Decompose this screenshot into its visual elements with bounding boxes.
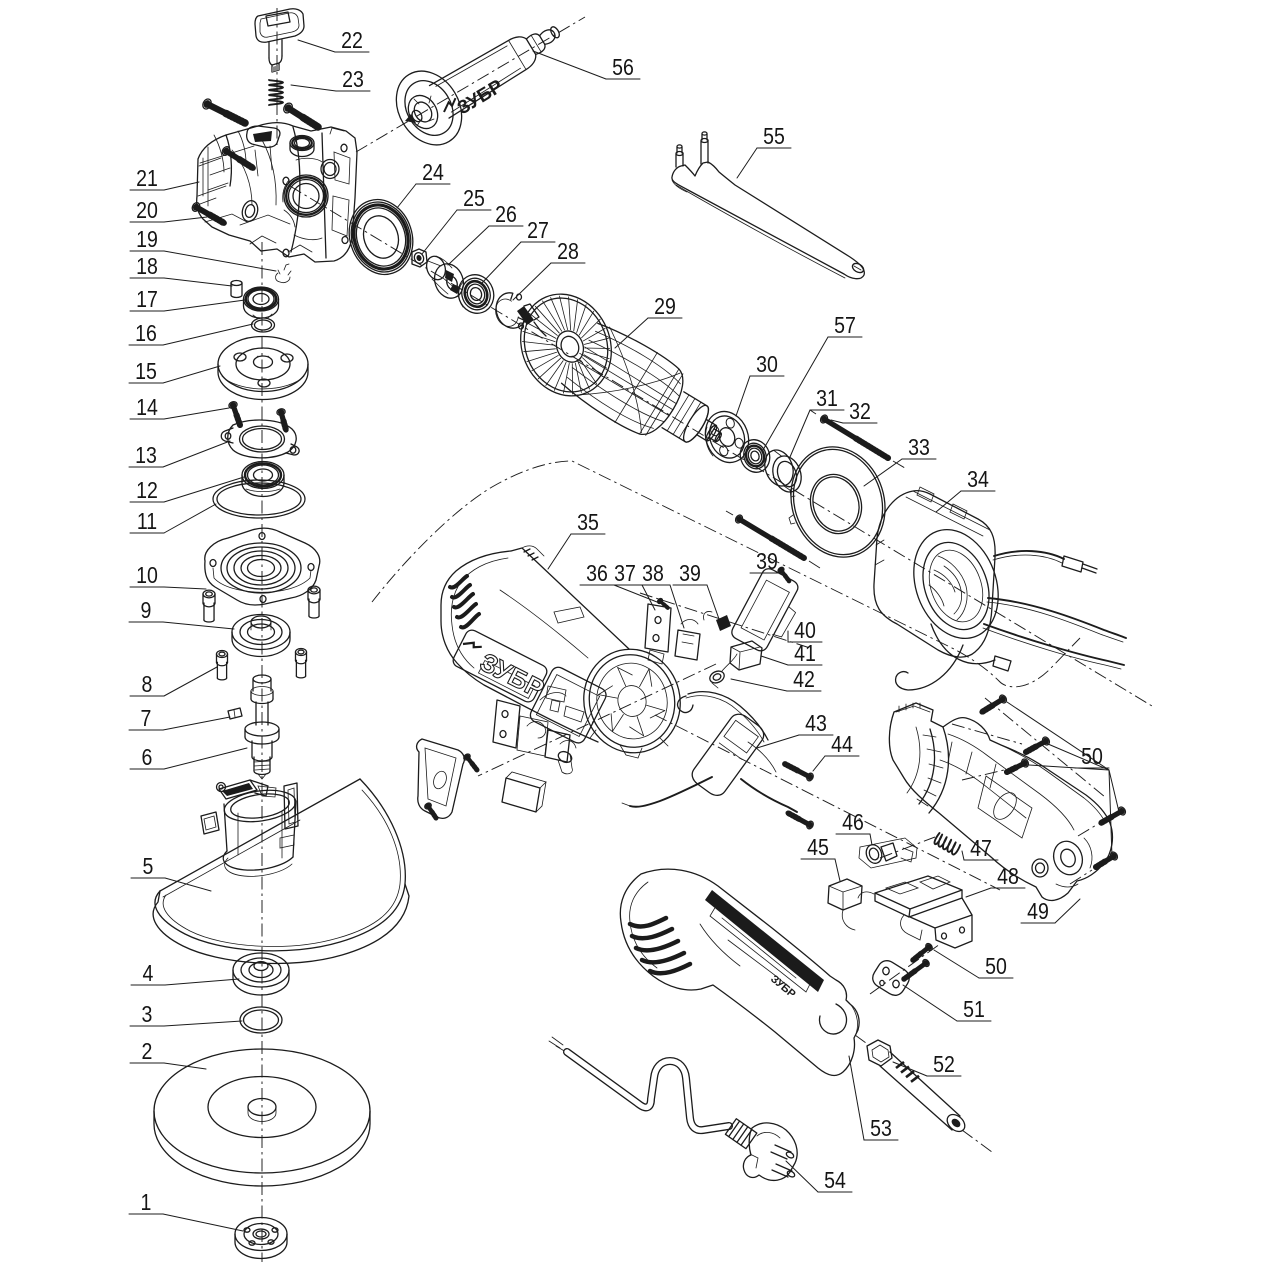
svg-text:28: 28 xyxy=(557,239,579,265)
svg-text:23: 23 xyxy=(342,67,364,93)
svg-text:22: 22 xyxy=(341,28,363,54)
svg-text:39: 39 xyxy=(756,549,778,575)
svg-text:48: 48 xyxy=(997,864,1019,890)
svg-text:39: 39 xyxy=(679,561,701,587)
svg-text:43: 43 xyxy=(805,711,827,737)
svg-text:27: 27 xyxy=(527,218,549,244)
svg-text:37: 37 xyxy=(614,561,636,587)
svg-text:9: 9 xyxy=(141,598,152,624)
svg-text:8: 8 xyxy=(142,672,153,698)
svg-text:13: 13 xyxy=(135,443,157,469)
svg-text:3: 3 xyxy=(142,1002,153,1028)
svg-text:53: 53 xyxy=(870,1116,892,1142)
svg-text:26: 26 xyxy=(495,202,517,228)
svg-text:32: 32 xyxy=(849,399,871,425)
svg-text:29: 29 xyxy=(654,294,676,320)
svg-text:20: 20 xyxy=(136,198,158,224)
svg-text:35: 35 xyxy=(577,510,599,536)
svg-text:5: 5 xyxy=(143,854,154,880)
svg-text:46: 46 xyxy=(842,810,864,836)
svg-text:24: 24 xyxy=(422,160,444,186)
svg-text:55: 55 xyxy=(763,124,785,150)
svg-text:21: 21 xyxy=(136,166,158,192)
svg-text:33: 33 xyxy=(908,435,930,461)
svg-text:4: 4 xyxy=(143,961,154,987)
svg-text:56: 56 xyxy=(612,55,634,81)
svg-text:1: 1 xyxy=(141,1190,152,1216)
svg-text:25: 25 xyxy=(463,186,485,212)
svg-text:42: 42 xyxy=(793,667,815,693)
svg-text:7: 7 xyxy=(141,706,152,732)
svg-text:57: 57 xyxy=(834,313,856,339)
svg-text:38: 38 xyxy=(642,561,664,587)
svg-text:50: 50 xyxy=(985,954,1007,980)
svg-text:45: 45 xyxy=(807,835,829,861)
svg-text:41: 41 xyxy=(794,641,816,667)
svg-text:11: 11 xyxy=(137,509,157,535)
svg-text:54: 54 xyxy=(824,1168,846,1194)
svg-text:49: 49 xyxy=(1027,899,1049,925)
svg-text:14: 14 xyxy=(136,395,158,421)
svg-text:30: 30 xyxy=(756,352,778,378)
svg-text:16: 16 xyxy=(135,321,157,347)
svg-text:17: 17 xyxy=(136,287,158,313)
svg-text:36: 36 xyxy=(586,561,608,587)
svg-text:40: 40 xyxy=(794,618,816,644)
svg-text:10: 10 xyxy=(136,563,158,589)
svg-text:51: 51 xyxy=(963,997,985,1023)
svg-text:31: 31 xyxy=(816,386,838,412)
svg-text:12: 12 xyxy=(136,478,158,504)
svg-text:2: 2 xyxy=(142,1039,153,1065)
svg-text:6: 6 xyxy=(142,745,153,771)
svg-text:52: 52 xyxy=(933,1052,955,1078)
svg-text:18: 18 xyxy=(136,254,158,280)
svg-text:19: 19 xyxy=(136,227,158,253)
svg-text:34: 34 xyxy=(967,467,989,493)
svg-text:44: 44 xyxy=(831,732,853,758)
svg-text:15: 15 xyxy=(135,359,157,385)
